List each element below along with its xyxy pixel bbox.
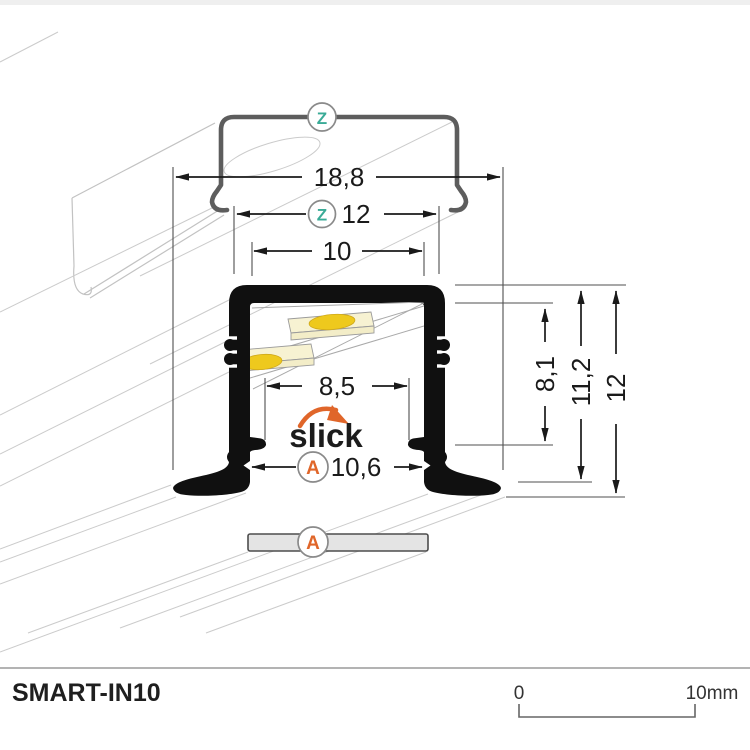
- dimension-value: 18,8: [314, 162, 365, 192]
- sketch-line: [0, 339, 230, 455]
- dimension-inner-width-bottom: 8,5: [266, 371, 408, 401]
- sketch-line: [179, 496, 506, 618]
- logo-arrowhead-icon: [327, 405, 349, 424]
- profile-cross-section: [173, 285, 501, 496]
- led-emitter: [308, 313, 356, 331]
- sketch-cover-bottom-edge-2: [89, 214, 225, 299]
- dimension-cutout-width: A 10,6: [251, 451, 423, 483]
- profile-label: A: [306, 533, 320, 554]
- extension-lines: [172, 167, 626, 498]
- dimension-value: 8,1: [530, 356, 560, 392]
- brand-logo: slick: [289, 405, 363, 454]
- cavity-ceiling-edge: [251, 302, 424, 309]
- logo-text: slick: [289, 417, 363, 454]
- sketch-line: [0, 493, 429, 653]
- led-module: [250, 343, 315, 371]
- profile-label-bubble: [297, 451, 329, 483]
- dimension-value: 12: [601, 374, 631, 403]
- sketch-line: [0, 496, 177, 563]
- groove-bump: [224, 353, 236, 365]
- profile-label-bubble: [297, 526, 329, 558]
- cover-strip-a: A: [247, 526, 429, 558]
- led-strip-group: [250, 302, 424, 390]
- side-groove-left: [221, 336, 237, 368]
- dimension-body-height: 11,2: [566, 290, 596, 480]
- scale-max-label: 10mm: [686, 683, 739, 704]
- sketch-line: [205, 551, 427, 634]
- led-module-front: [290, 325, 375, 341]
- groove-bump: [224, 339, 236, 351]
- strip-edge: [250, 325, 424, 379]
- cover-strip: [247, 533, 429, 552]
- led-module: [287, 311, 375, 341]
- led-emitter: [250, 353, 283, 371]
- product-code: SMART-IN10: [12, 679, 161, 707]
- groove-bump: [438, 353, 450, 365]
- dimension-inner-height: 8,1: [530, 308, 560, 442]
- sketch-cover-bottom-edge: [83, 209, 220, 295]
- cover-label: Z: [317, 109, 327, 128]
- sketch-line: [139, 121, 453, 277]
- dimension-value: 8,5: [319, 371, 355, 401]
- dimension-overall-width: 18,8: [175, 162, 501, 192]
- side-groove-right: [437, 336, 453, 368]
- groove-bump: [438, 339, 450, 351]
- sketch-line: [0, 492, 247, 585]
- cover-label-bubble: [307, 102, 337, 132]
- sketch-line: [0, 484, 172, 550]
- sketch-cover-end: [71, 197, 92, 296]
- scale-zero-label: 0: [514, 683, 525, 704]
- dimension-total-height: 12: [601, 290, 631, 494]
- cavity-corner-edge: [252, 302, 424, 390]
- profile-label: A: [306, 458, 320, 479]
- cover-label: Z: [317, 206, 327, 225]
- dimension-value: 11,2: [566, 358, 596, 407]
- sketch-line: [27, 551, 249, 634]
- sketch-cover-top-edge: [71, 122, 216, 199]
- cover-cross-section: [209, 114, 469, 213]
- dimension-value: 10,6: [331, 452, 382, 482]
- sketch-line: [119, 487, 501, 629]
- dimension-inner-width-top: 10: [253, 236, 423, 266]
- cover-top-label: Z: [307, 102, 337, 132]
- footer: SMART-IN10 0 10mm: [0, 667, 750, 718]
- scale-bracket: [518, 704, 696, 718]
- page-top-edge: [0, 0, 750, 5]
- dimension-cover-width: Z 12: [236, 199, 437, 229]
- scale-bar: 0 10mm: [514, 683, 739, 718]
- background-sketch: [0, 31, 506, 653]
- dimension-value: 10: [323, 236, 352, 266]
- sketch-line: [0, 206, 215, 313]
- dimension-value: 12: [342, 199, 371, 229]
- cover-label-bubble: [307, 199, 337, 229]
- sketch-cover-opening: [223, 136, 321, 178]
- sketch-line: [0, 31, 59, 63]
- sketch-line: [0, 371, 230, 487]
- sketch-line: [0, 299, 230, 416]
